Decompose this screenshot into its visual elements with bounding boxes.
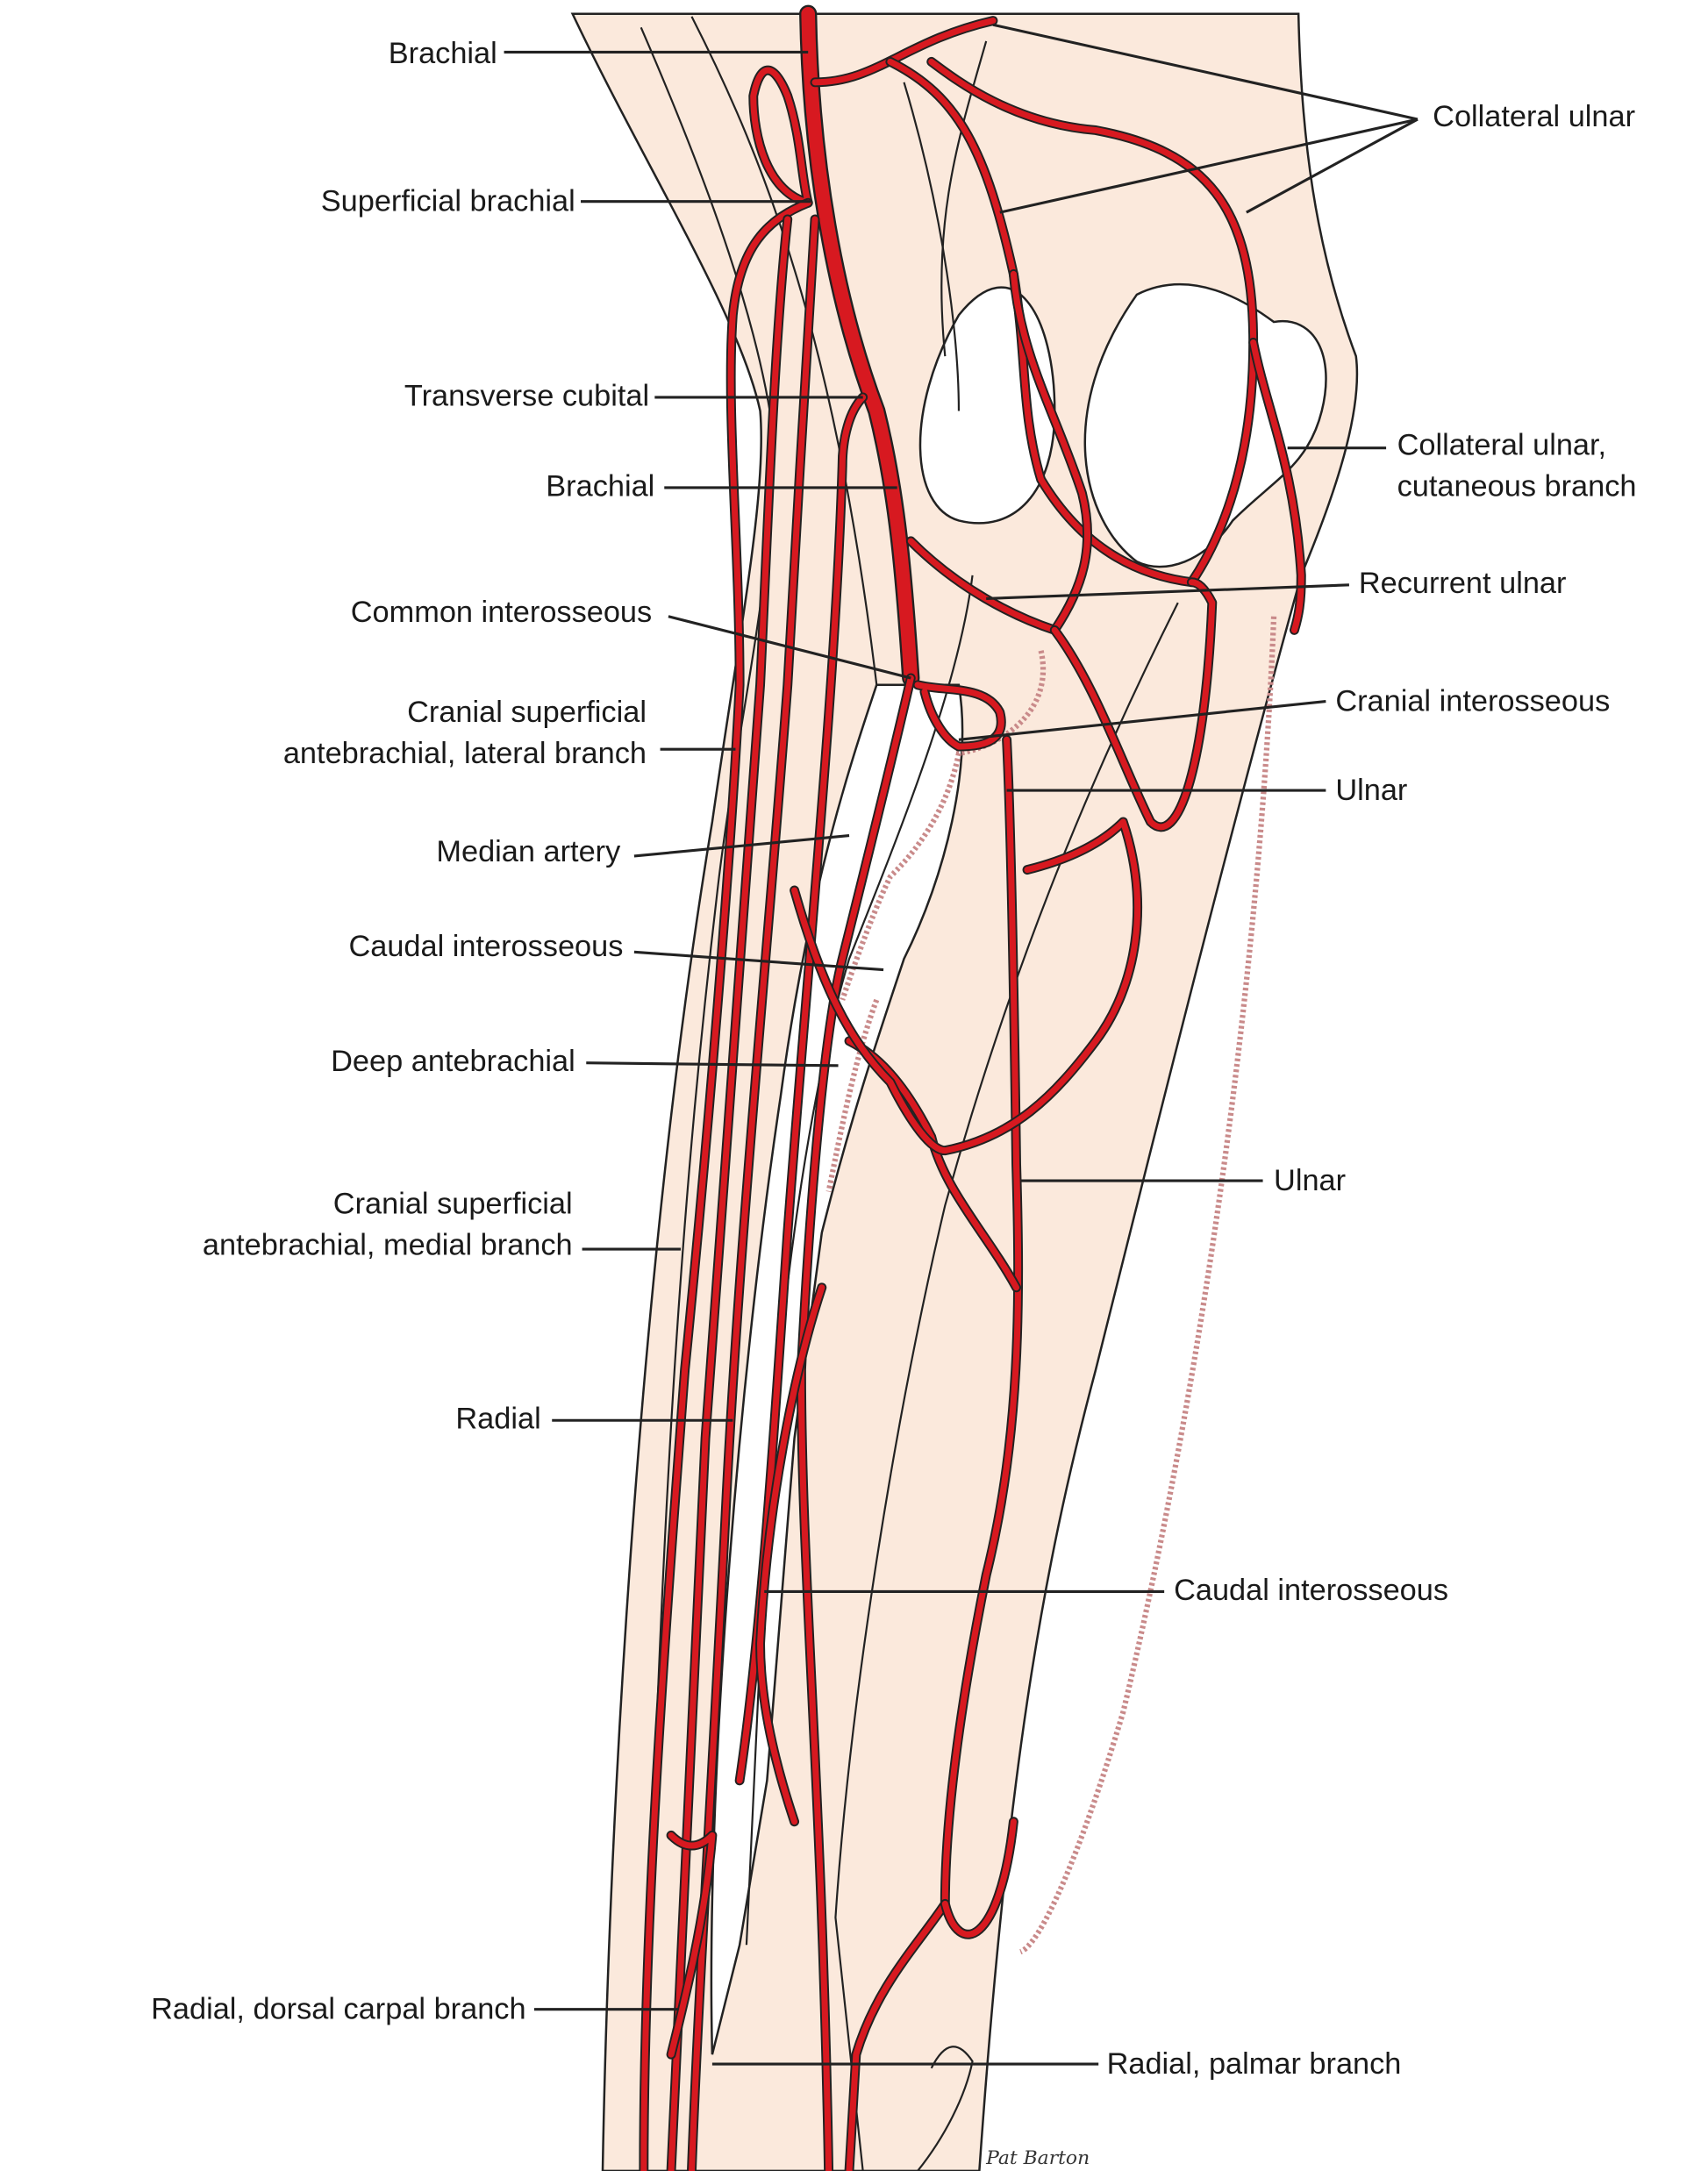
artist-signature: Pat Barton [985, 2147, 1090, 2169]
deep-antebrachial-artery [791, 818, 1141, 1154]
label-collateral-ulnar-cutaneous-2: cutaneous branch [1397, 469, 1637, 503]
label-transverse-cubital: Transverse cubital [404, 379, 649, 412]
caudal-interosseous-artery [757, 1284, 825, 1825]
labels-right: Collateral ulnar Collateral ulnar, cutan… [1107, 100, 1637, 2081]
label-cranial-interosseous: Cranial interosseous [1335, 684, 1610, 718]
superficial-brachial-artery [640, 199, 811, 2171]
brachial-artery [801, 6, 918, 685]
superficial-brachial-loop-artery [750, 67, 811, 206]
label-cranial-superficial-medial-2: antebrachial, medial branch [203, 1228, 573, 1261]
median-artery-artery [797, 675, 914, 2171]
label-deep-antebrachial: Deep antebrachial [331, 1045, 575, 1078]
label-median-artery: Median artery [436, 835, 621, 868]
label-radial-dorsal-carpal: Radial, dorsal carpal branch [151, 1993, 525, 2026]
label-recurrent-ulnar: Recurrent ulnar [1359, 567, 1567, 600]
label-brachial-lower: Brachial [546, 469, 654, 503]
label-collateral-ulnar: Collateral ulnar [1433, 100, 1635, 133]
label-cranial-superficial-lateral-2: antebrachial, lateral branch [283, 737, 647, 770]
collateral-ulnar-cutaneous-artery [1250, 339, 1304, 633]
label-superficial-brachial: Superficial brachial [321, 185, 575, 218]
radial-carpal-artery [668, 1832, 716, 2058]
leader-lines [504, 23, 1419, 2066]
labels-left: Brachial Superficial brachial Transverse… [151, 37, 654, 2026]
label-radial-palmar: Radial, palmar branch [1107, 2047, 1402, 2081]
label-caudal-interosseous-upper: Caudal interosseous [348, 930, 623, 963]
label-cranial-superficial-lateral-1: Cranial superficial [407, 696, 647, 729]
ulnar-distal-artery [941, 1818, 1017, 1938]
label-brachial-upper: Brachial [389, 37, 497, 70]
label-radial: Radial [455, 1403, 540, 1436]
label-cranial-superficial-medial-1: Cranial superficial [333, 1187, 573, 1220]
label-ulnar-lower: Ulnar [1274, 1164, 1346, 1197]
arteries [639, 4, 1306, 2171]
label-common-interosseous: Common interosseous [351, 596, 652, 629]
cranial-superficial-lateral-artery [668, 216, 791, 2171]
recurrent-ulnar-2-artery [1051, 579, 1216, 831]
label-collateral-ulnar-cutaneous-1: Collateral ulnar, [1397, 428, 1607, 461]
label-caudal-interosseous-lower: Caudal interosseous [1174, 1574, 1448, 1607]
label-ulnar-upper: Ulnar [1335, 774, 1407, 807]
ulnar-artery [846, 736, 1022, 2171]
olecranon [1083, 283, 1327, 568]
